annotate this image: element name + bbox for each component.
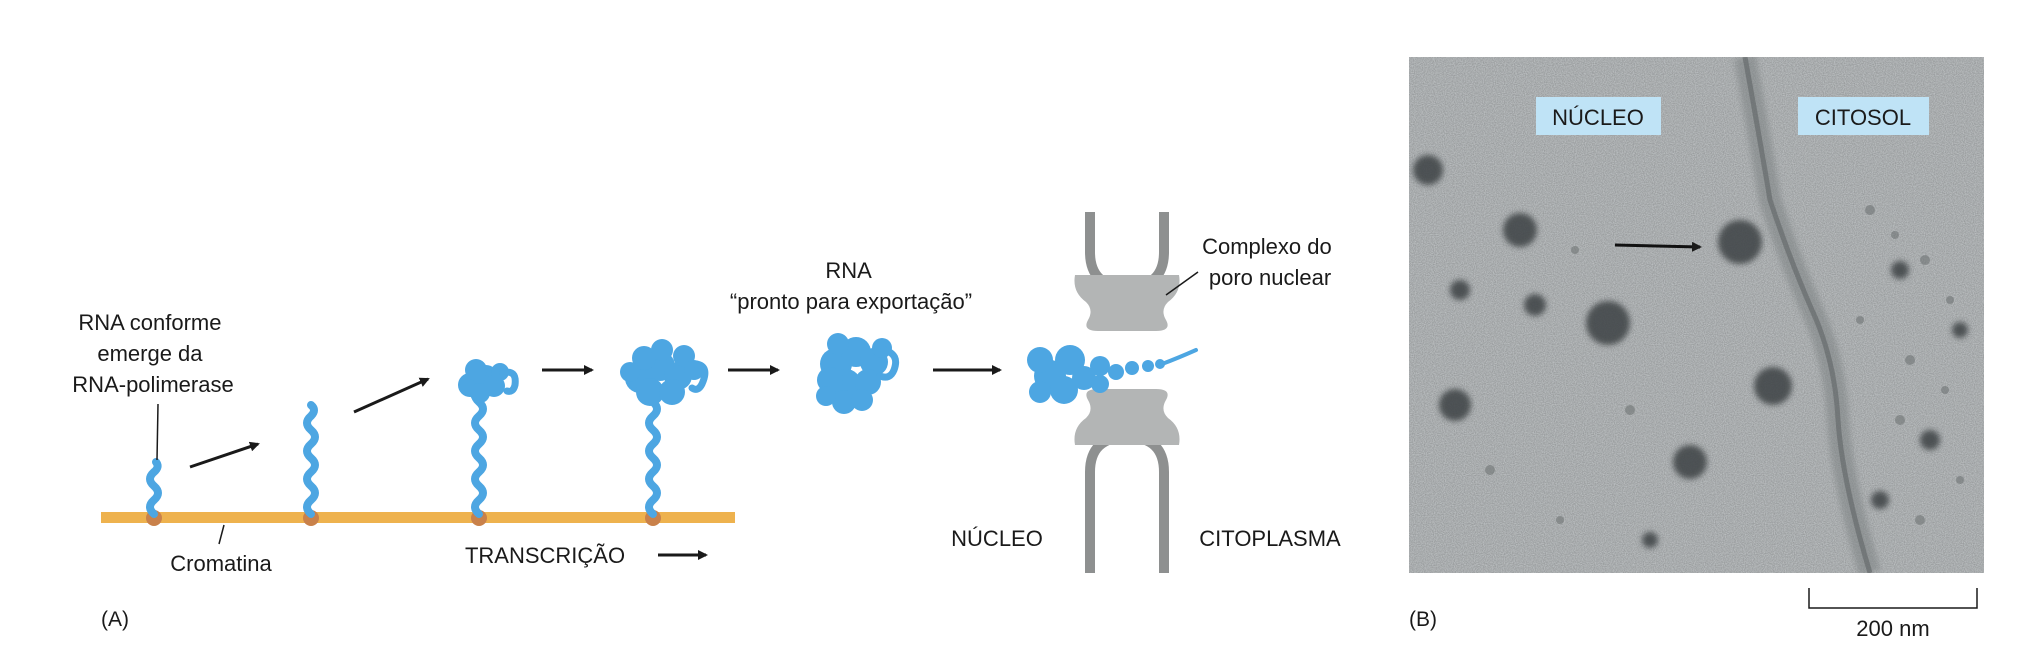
micrograph-arrow [1614, 241, 1702, 252]
chromatin-callout-line [218, 524, 225, 545]
chromatin-strip [101, 512, 735, 523]
export-ready-rna [816, 333, 892, 414]
rna-in-pore [1027, 345, 1165, 404]
chromatin-label: Cromatina [170, 551, 272, 576]
pore-callout-line [1165, 271, 1199, 296]
rna-tail [688, 360, 709, 393]
arrow-step-1 [189, 441, 260, 469]
cytoplasm-label: CITOPLASMA [1199, 526, 1341, 551]
rna-coil-small [458, 359, 509, 403]
nucleus-label: NÚCLEO [951, 526, 1043, 551]
membrane-lower [1085, 431, 1169, 573]
arrow-step-2 [353, 377, 430, 414]
nucleus-tag: NÚCLEO [1552, 105, 1644, 130]
emerge-callout-line [156, 403, 159, 461]
rna-strand-longest [645, 384, 661, 518]
panel-a-label: (A) [101, 608, 129, 631]
panel-b: NÚCLEO CITOSOL 200 nm (B) [1409, 57, 1984, 641]
rna-coil-large [620, 339, 704, 406]
nucleus-tag-bg [1536, 97, 1661, 135]
rna-exit-tail [1160, 348, 1198, 366]
pore-label: Complexo do poro nuclear [1202, 234, 1338, 290]
rna-strand-short [146, 458, 162, 518]
transcription-label: TRANSCRIÇÃO [465, 543, 625, 568]
panel-b-label: (B) [1409, 608, 1437, 631]
export-ready-label: RNA “pronto para exportação” [730, 258, 972, 314]
rna-tail [499, 368, 519, 395]
scale-bar [1808, 588, 1978, 609]
scale-bar-label: 200 nm [1856, 616, 1929, 641]
rna-tail [876, 346, 900, 381]
nuclear-pore-complex [1074, 212, 1199, 573]
pore-protein-lower [1074, 389, 1180, 445]
emerge-label: RNA conforme emerge da RNA-polimerase [72, 310, 233, 397]
cytosol-tag-bg [1798, 97, 1929, 135]
panel-a: RNA conforme emerge da RNA-polimerase Cr… [72, 212, 1341, 631]
cytosol-tag: CITOSOL [1815, 105, 1911, 130]
pore-protein-upper [1074, 275, 1180, 331]
electron-micrograph [1409, 57, 1984, 573]
rna-strand-medium [303, 401, 319, 518]
